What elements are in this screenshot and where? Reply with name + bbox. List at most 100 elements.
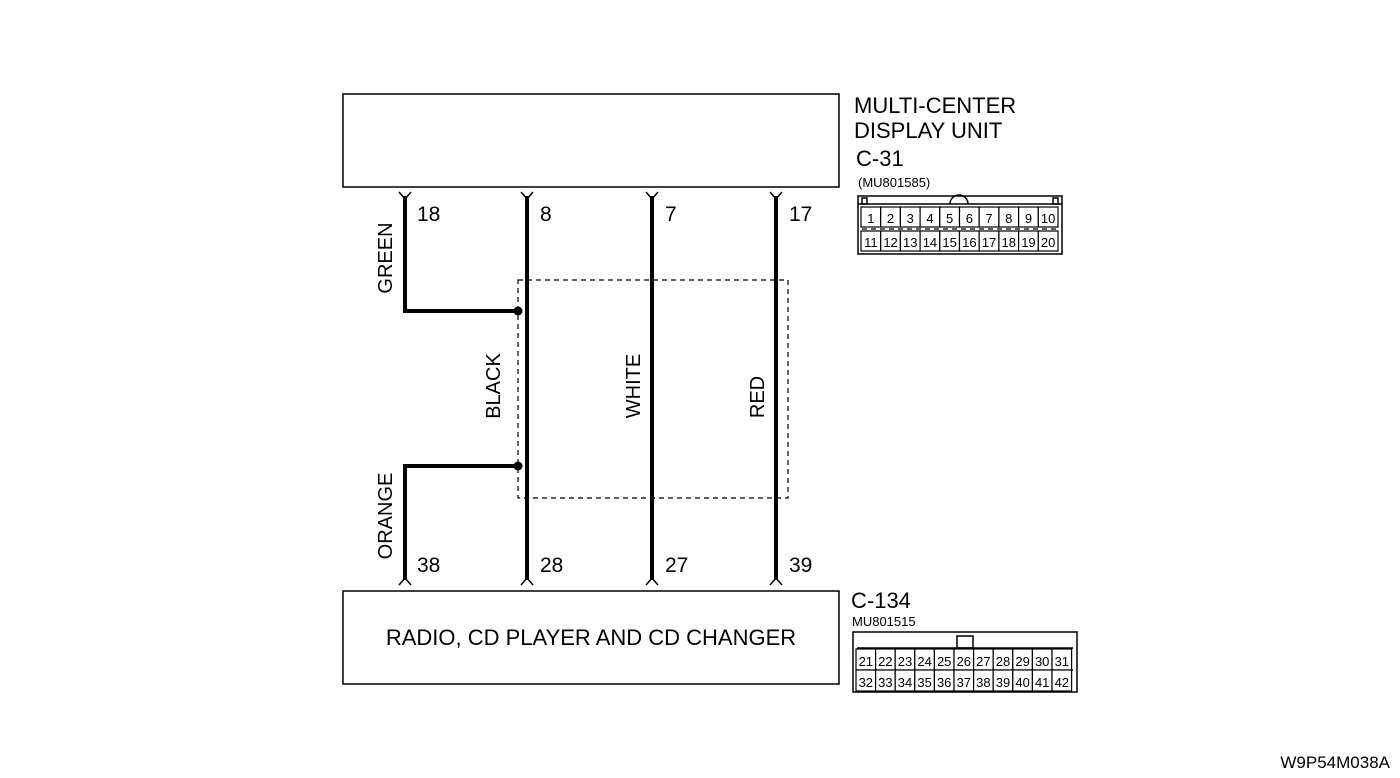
c134-pin-21: 21 [855, 648, 877, 671]
c31-pin-number: 1 [867, 211, 874, 226]
bottom-unit-name: RADIO, CD PLAYER AND CD CHANGER [386, 625, 796, 650]
c31-pin-13: 13 [899, 230, 921, 252]
c134-pin-22: 22 [874, 648, 896, 671]
wire-orange [398, 464, 518, 586]
c31-pin-16: 16 [958, 230, 980, 252]
c134-pin-41: 41 [1031, 669, 1053, 692]
c31-pin-10: 10 [1037, 206, 1059, 228]
wire-white [645, 191, 659, 586]
c134-pin-number: 31 [1055, 654, 1069, 669]
c31-pin-number: 11 [864, 235, 878, 250]
wire-label-green: GREEN [375, 222, 397, 293]
c134-pin-number: 23 [898, 654, 912, 669]
multi-center-display-unit-box [342, 93, 840, 188]
c134-pin-number: 33 [878, 675, 892, 690]
c134-pin-number: 39 [996, 675, 1010, 690]
splice-point-bottom [513, 461, 523, 471]
c134-pin-38: 38 [972, 669, 994, 692]
pin-label-bottom-38: 38 [417, 554, 440, 577]
c134-pin-27: 27 [972, 648, 994, 671]
top-unit-name-line1: MULTI-CENTER [854, 93, 1016, 118]
c31-pin-20: 20 [1037, 230, 1059, 252]
c134-pin-42: 42 [1051, 669, 1073, 692]
c134-pin-33: 33 [874, 669, 896, 692]
radio-cd-player-box [342, 590, 840, 685]
c31-pin-14: 14 [919, 230, 941, 252]
top-connector-id: C-31 [856, 146, 904, 171]
c31-pin-15: 15 [939, 230, 961, 252]
c134-pin-number: 28 [996, 654, 1010, 669]
c134-pin-number: 27 [976, 654, 990, 669]
c134-pin-number: 26 [957, 654, 971, 669]
c134-pin-number: 42 [1055, 675, 1069, 690]
c31-pin-number: 4 [926, 211, 933, 226]
c31-pin-number: 15 [942, 235, 956, 250]
pin-label-bottom-28: 28 [540, 554, 563, 577]
c31-pin-number: 19 [1021, 235, 1035, 250]
c31-pin-number: 7 [985, 211, 992, 226]
c31-pin-17: 17 [978, 230, 1000, 252]
c31-pin-number: 6 [966, 211, 973, 226]
c134-pin-37: 37 [953, 669, 975, 692]
c31-pin-4: 4 [919, 206, 941, 228]
c31-pin-number: 3 [907, 211, 914, 226]
splice-point-top [513, 306, 523, 316]
c31-pin-number: 10 [1041, 211, 1055, 226]
pin-label-top-7: 7 [665, 203, 677, 226]
top-connector-part-number: (MU801585) [858, 175, 930, 190]
c31-pin-number: 16 [962, 235, 976, 250]
c31-pin-8: 8 [998, 206, 1020, 228]
c31-pin-19: 19 [1017, 230, 1039, 252]
c31-pin-number: 14 [923, 235, 937, 250]
c134-pin-24: 24 [914, 648, 935, 671]
c134-pin-number: 29 [1015, 654, 1029, 669]
c134-pin-26: 26 [953, 648, 975, 671]
wire-label-black: BLACK [483, 353, 505, 419]
c31-pin-number: 13 [903, 235, 917, 250]
c31-pin-number: 12 [883, 235, 897, 250]
wire-green [398, 191, 518, 313]
top-unit-name-line2: DISPLAY UNIT [854, 118, 1002, 143]
c134-pin-number: 21 [859, 654, 873, 669]
wire-label-white: WHITE [623, 354, 645, 418]
c31-pin-number: 9 [1025, 211, 1032, 226]
figure-code: W9P54M038A [1280, 753, 1390, 772]
wire-label-red: RED [747, 376, 769, 418]
c134-pin-number: 32 [859, 675, 873, 690]
c134-pin-29: 29 [1012, 648, 1033, 671]
c31-pin-7: 7 [978, 206, 1000, 228]
c134-pin-25: 25 [933, 648, 955, 671]
c134-pin-number: 41 [1035, 675, 1049, 690]
c31-pin-11: 11 [860, 230, 882, 252]
pin-label-bottom-39: 39 [789, 554, 812, 577]
pin-label-top-17: 17 [789, 203, 812, 226]
c134-pin-number: 38 [976, 675, 990, 690]
c31-pin-number: 8 [1005, 211, 1012, 226]
pin-label-top-18: 18 [417, 203, 440, 226]
wire-red [769, 191, 783, 586]
c31-pin-9: 9 [1017, 206, 1039, 228]
c134-pin-35: 35 [914, 669, 935, 692]
c134-pin-39: 39 [992, 669, 1014, 692]
c31-pin-number: 18 [1002, 235, 1016, 250]
c134-pin-31: 31 [1051, 648, 1073, 671]
c134-pin-number: 30 [1035, 654, 1049, 669]
pin-label-bottom-27: 27 [665, 554, 688, 577]
c134-pin-number: 37 [957, 675, 971, 690]
c31-pin-1: 1 [860, 206, 882, 228]
bottom-connector-part-number: MU801515 [852, 614, 916, 629]
c134-pin-number: 34 [898, 675, 912, 690]
c134-pin-23: 23 [894, 648, 916, 671]
c31-pin-6: 6 [958, 206, 980, 228]
c134-pin-40: 40 [1012, 669, 1033, 692]
c134-pin-32: 32 [855, 669, 877, 692]
c134-pin-number: 25 [937, 654, 951, 669]
bottom-connector-id: C-134 [851, 588, 911, 613]
c134-pin-28: 28 [992, 648, 1014, 671]
c31-pin-18: 18 [998, 230, 1020, 252]
c134-pin-number: 22 [878, 654, 892, 669]
c31-pin-2: 2 [880, 206, 902, 228]
c31-pin-number: 20 [1041, 235, 1055, 250]
